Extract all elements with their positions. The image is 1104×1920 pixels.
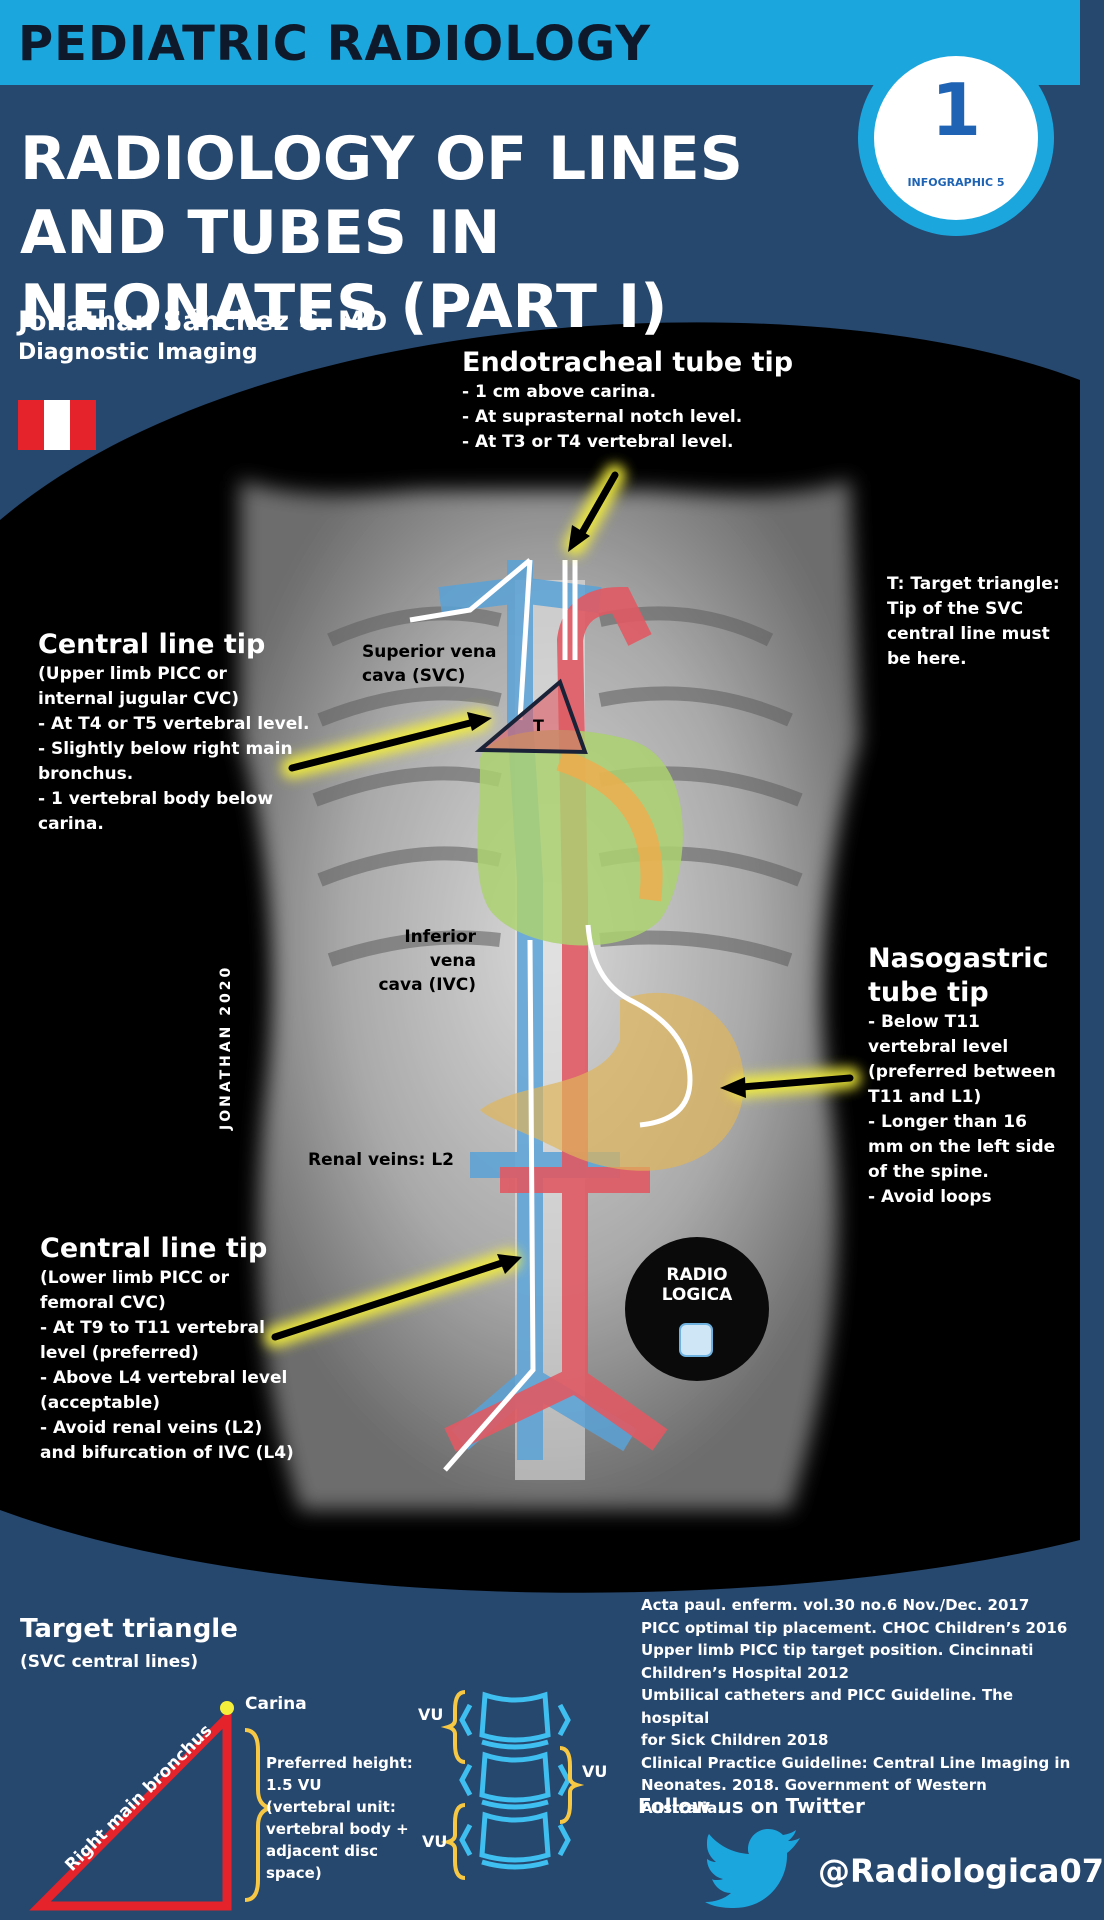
infographic-badge: 1 INFOGRAPHIC 5 (858, 40, 1054, 236)
aorta (444, 586, 668, 1452)
ett-block: Endotracheal tube tip - 1 cm above carin… (462, 346, 793, 455)
lower-line-text: and bifurcation of IVC (L4) (40, 1443, 294, 1463)
lower-line-text: - Avoid renal veins (L2) (40, 1418, 263, 1438)
ivc-label-line: Inferior vena (404, 927, 476, 971)
lower-line-text: (Lower limb PICC or (40, 1268, 229, 1288)
xray-illustration (0, 322, 1080, 1593)
page-title: RADIOLOGY OF LINES AND TUBES IN NEONATES… (20, 124, 743, 342)
logo-line: RADIO (666, 1265, 728, 1285)
radiologica-logo: RADIO LOGICA (625, 1237, 769, 1381)
ng-tube-text: - Below T11 (868, 1012, 980, 1032)
ng-tube-text: (preferred between (868, 1062, 1056, 1082)
references: Acta paul. enferm. vol.30 no.6 Nov./Dec.… (641, 1594, 1071, 1819)
target-triangle-subtitle: (SVC central lines) (20, 1652, 199, 1672)
ng-tube-text: vertebral level (868, 1037, 1009, 1057)
preferred-line: space) (266, 1864, 322, 1882)
lower-line-title: Central line tip (40, 1233, 268, 1264)
target-triangle-overlay (474, 678, 588, 755)
ivc-label-line: cava (IVC) (378, 975, 476, 995)
vu-braces (440, 1690, 585, 1880)
catheters (409, 558, 693, 1472)
vertebrae (459, 1691, 571, 1870)
upper-line-title: Central line tip (38, 629, 266, 660)
lower-line-text: femoral CVC) (40, 1293, 166, 1313)
ng-tube-text: T11 and L1) (868, 1087, 982, 1107)
reference-line: Upper limb PICC tip target position. Cin… (641, 1641, 1034, 1659)
triangle-marker: T (533, 716, 544, 735)
twitter-handle[interactable]: @Radiologica07 (818, 1852, 1104, 1890)
lower-line-text: level (preferred) (40, 1343, 199, 1363)
target-note: T: Target triangle: Tip of the SVC centr… (887, 572, 1060, 672)
upper-line-text: - 1 vertebral body below (38, 789, 274, 809)
renal-veins-label: Renal veins: L2 (308, 1150, 454, 1170)
lower-line-block: Central line tip (Lower limb PICC or fem… (40, 1232, 294, 1466)
upper-line-text: bronchus. (38, 764, 134, 784)
target-note-line: T: Target triangle: (887, 574, 1060, 594)
red-triangle (29, 1707, 232, 1911)
upper-line-text: (Upper limb PICC or (38, 664, 227, 684)
logo-line: LOGICA (661, 1285, 733, 1305)
ett-item: - 1 cm above carina. (462, 382, 657, 402)
preferred-line: vertebral body + (266, 1820, 409, 1838)
lower-line-text: - At T9 to T11 vertebral (40, 1318, 265, 1338)
ng-tube-text: mm on the left side (868, 1137, 1056, 1157)
ng-tube-text: - Longer than 16 (868, 1112, 1027, 1132)
target-triangle-diagram (29, 1690, 585, 1911)
follow-text: Follow us on Twitter (638, 1794, 865, 1818)
ng-tube-text: - Avoid loops (868, 1187, 992, 1207)
target-note-line: Tip of the SVC (887, 599, 1024, 619)
vu-label: VU (422, 1832, 448, 1851)
ivc-label: Inferior vena cava (IVC) (362, 925, 476, 997)
upper-line-block: Central line tip (Upper limb PICC or int… (38, 628, 310, 837)
department: Diagnostic Imaging (18, 340, 258, 365)
reference-line: Acta paul. enferm. vol.30 no.6 Nov./Dec.… (641, 1596, 1030, 1614)
upper-line-text: carina. (38, 814, 104, 834)
ett-item: - At T3 or T4 vertebral level. (462, 432, 734, 452)
carina-label: Carina (245, 1694, 307, 1714)
reference-line: for Sick Children 2018 (641, 1731, 829, 1749)
ng-tube-text: of the spine. (868, 1162, 989, 1182)
reference-line: Children’s Hospital 2012 (641, 1663, 849, 1682)
reference-line: Umbilical catheters and PICC Guideline. … (641, 1686, 1014, 1727)
brand-title: PEDIATRIC RADIOLOGY (18, 16, 651, 72)
reference-line: PICC optimal tip placement. CHOC Childre… (641, 1618, 1068, 1637)
svc-label-line: cava (SVC) (362, 666, 466, 686)
preferred-line: Preferred height: (266, 1754, 413, 1772)
lower-line-text: - Above L4 vertebral level (40, 1368, 288, 1388)
preferred-line: (vertebral unit: (266, 1798, 396, 1816)
vu-label: VU (582, 1762, 608, 1781)
badge-number: 1 (930, 68, 982, 152)
upper-line-text: - Slightly below right main (38, 739, 293, 759)
author-name: Jonathan Sánchez C. MD (18, 306, 388, 337)
height-brace (244, 1728, 271, 1902)
ett-item: - At suprasternal notch level. (462, 407, 743, 427)
ng-tube-block: Nasogastric tube tip - Below T11 vertebr… (868, 942, 1056, 1210)
svc-label-line: Superior vena (362, 642, 497, 662)
preferred-line: 1.5 VU (266, 1776, 322, 1794)
preferred-height: Preferred height: 1.5 VU (vertebral unit… (266, 1752, 413, 1884)
upper-line-text: internal jugular CVC) (38, 689, 239, 709)
target-note-line: be here. (887, 649, 967, 669)
ett-title: Endotracheal tube tip (462, 347, 794, 378)
peru-flag-icon (18, 400, 96, 450)
signature: JONATHAN 2020 (218, 964, 234, 1130)
preferred-line: adjacent disc (266, 1842, 378, 1860)
twitter-bird-icon[interactable] (705, 1828, 804, 1908)
carina-dot (220, 1701, 234, 1715)
ng-tube-title: tube tip (868, 977, 989, 1008)
svc-label: Superior vena cava (SVC) (362, 640, 496, 688)
top-banner: PEDIATRIC RADIOLOGY (0, 0, 1080, 85)
pointer-arrows (264, 464, 861, 1348)
reference-line: Clinical Practice Guideline: Central Lin… (641, 1753, 1071, 1772)
heart (477, 730, 683, 946)
badge-label: INFOGRAPHIC 5 (907, 176, 1005, 189)
target-note-line: central line must (887, 624, 1050, 644)
vu-label: VU (418, 1705, 444, 1724)
ng-tube-title: Nasogastric (868, 943, 1049, 974)
reference-line: Neonates. 2018. Government of Western Au… (641, 1776, 987, 1817)
target-triangle-title: Target triangle (20, 1614, 238, 1644)
lower-line-text: (acceptable) (40, 1393, 160, 1413)
logo-mark-icon (679, 1323, 713, 1357)
upper-line-text: - At T4 or T5 vertebral level. (38, 714, 310, 734)
